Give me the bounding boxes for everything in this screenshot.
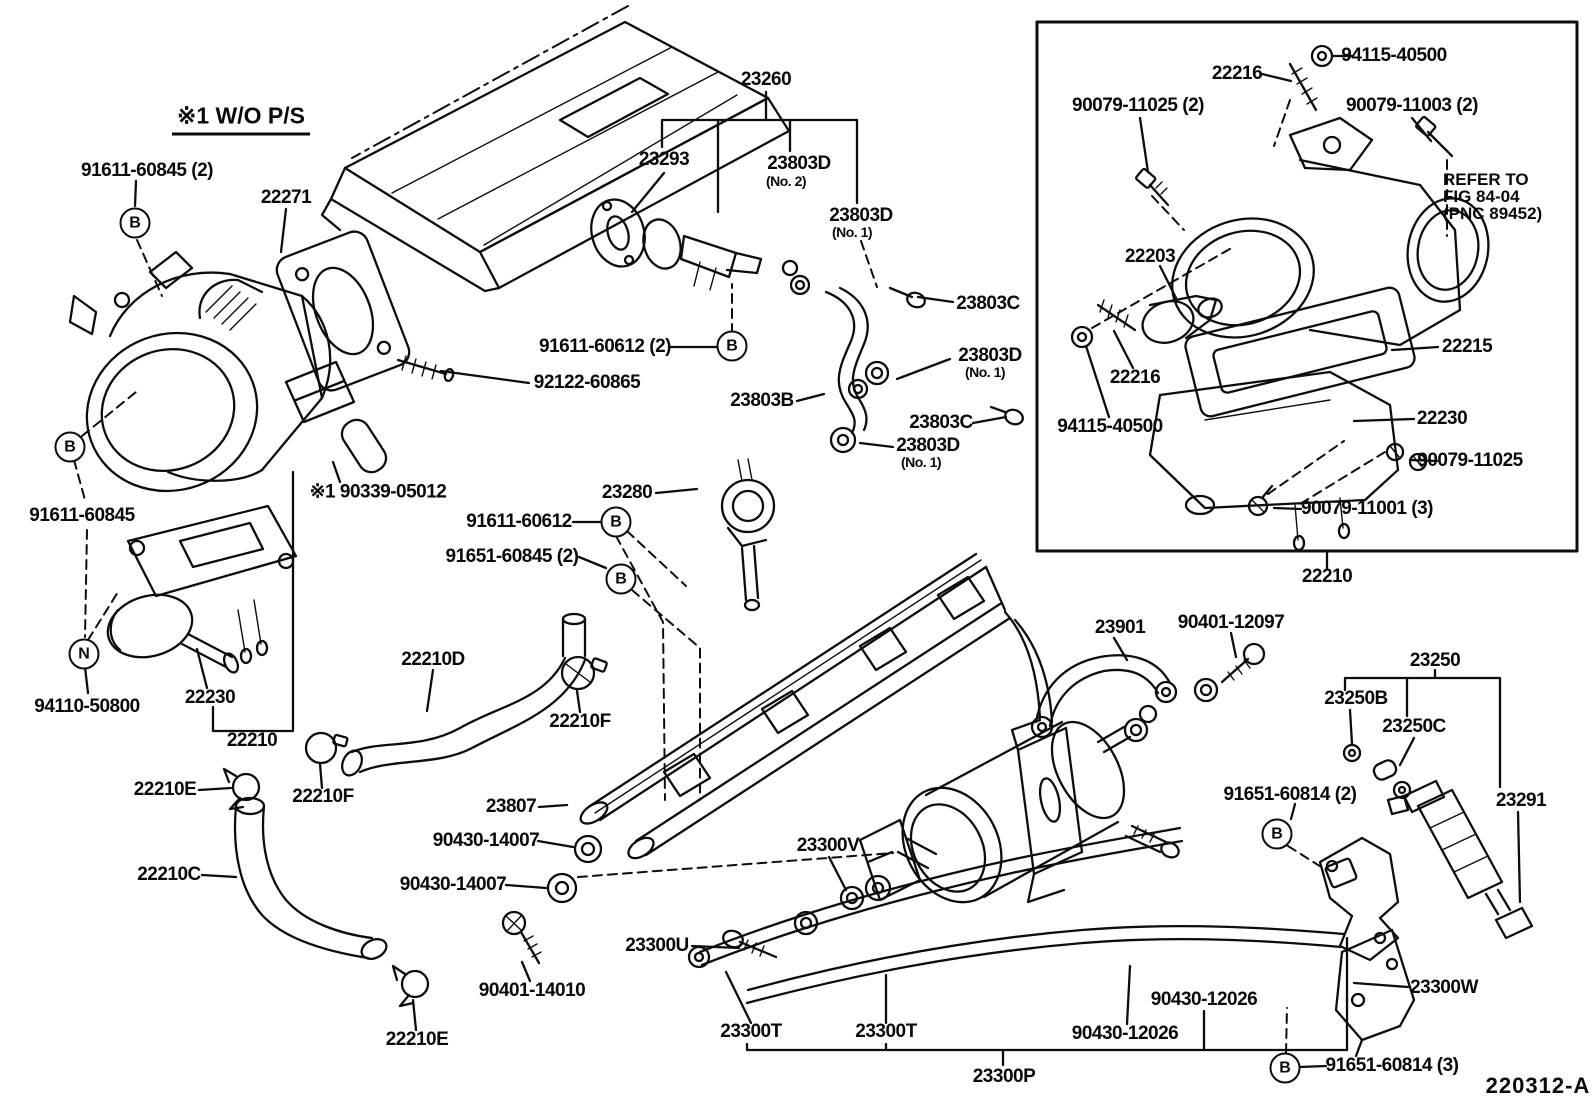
- injector-bracket-drawing: [1318, 743, 1534, 1058]
- part-label: 90079-11025 (2): [1072, 95, 1204, 116]
- throttle-gasket-drawing: [275, 230, 411, 392]
- part-label: 91651-60845 (2): [445, 546, 580, 567]
- part-label: 23280: [601, 482, 653, 503]
- air-valve-drawing: [106, 504, 298, 674]
- part-label: ※1 90339-05012: [309, 481, 447, 503]
- part-label: 22230: [1416, 408, 1468, 429]
- part-label: 91651-60814 (2): [1223, 784, 1358, 805]
- part-label: 23803C: [956, 293, 1020, 314]
- part-label: 94115-40500: [1057, 416, 1163, 437]
- part-label: 90079-11003 (2): [1346, 95, 1478, 116]
- part-label: 23260: [740, 69, 792, 90]
- part-label: (No. 2): [765, 173, 807, 189]
- intake-manifold-drawing: [320, 20, 791, 293]
- part-label: 90430-14007: [432, 830, 540, 851]
- part-label: 90401-12097: [1177, 612, 1285, 633]
- part-label: 90430-14007: [399, 874, 507, 895]
- part-label: REFER TO: [1443, 170, 1529, 189]
- part-label: 23803C: [909, 412, 973, 433]
- callout-marker-N: N: [68, 638, 100, 670]
- part-label: 23803D: [958, 345, 1022, 366]
- part-label: 23300U: [625, 935, 689, 956]
- part-label: 91611-60612 (2): [539, 336, 671, 357]
- part-label: 22203: [1124, 246, 1176, 267]
- callout-marker-B: B: [605, 563, 637, 595]
- fuel-pipe-drawing: [781, 259, 1024, 454]
- part-label: 22210F: [549, 711, 611, 732]
- part-label: 90079-11025: [1417, 450, 1523, 471]
- part-label: (No. 1): [900, 454, 942, 470]
- part-label: 23803D: [896, 435, 960, 456]
- part-label: 22210: [1301, 566, 1353, 587]
- part-label: 22216: [1109, 367, 1161, 388]
- part-label: 23300T: [855, 1021, 917, 1042]
- part-label: ※1 W/O P/S: [172, 103, 310, 136]
- fuel-lines-drawing: [687, 826, 1346, 1005]
- hidden-lines: [73, 5, 1448, 1054]
- part-label: 22210F: [292, 786, 354, 807]
- part-label: 23300W: [1410, 977, 1478, 998]
- part-label: 90430-12026: [1150, 989, 1258, 1010]
- part-label: 22210: [226, 730, 278, 751]
- callout-marker-B: B: [1269, 1052, 1301, 1084]
- part-label: 220312-A: [1485, 1073, 1591, 1098]
- part-label: 23250B: [1324, 688, 1388, 709]
- fuel-rail-drawing: [561, 458, 1054, 860]
- part-label: 91651-60814 (3): [1325, 1055, 1460, 1076]
- part-label: 90401-14010: [478, 980, 586, 1001]
- part-label: 23803B: [730, 390, 794, 411]
- cold-start-injector-drawing: [590, 198, 763, 291]
- part-label: 22230: [184, 687, 236, 708]
- part-label: 94115-40500: [1341, 45, 1447, 66]
- part-label: 91611-60845 (2): [81, 160, 213, 181]
- callout-marker-B: B: [54, 431, 86, 463]
- part-label: 94110-50800: [34, 696, 140, 717]
- part-label: 23803D: [767, 153, 831, 174]
- callout-marker-B: B: [716, 330, 748, 362]
- part-label: 22271: [260, 187, 312, 208]
- part-label: 22216: [1211, 63, 1263, 84]
- part-label: (No. 1): [831, 224, 873, 240]
- part-label: (No. 1): [964, 364, 1006, 380]
- part-label: 22210D: [401, 649, 465, 670]
- part-label: 23293: [638, 149, 690, 170]
- part-label: 23803D: [829, 205, 893, 226]
- callout-marker-B: B: [600, 506, 632, 538]
- part-label: (PNC 89452): [1443, 204, 1543, 223]
- part-label: 90430-12026: [1071, 1023, 1179, 1044]
- fuel-filter-drawing: [858, 642, 1266, 904]
- part-label: 91611-60612: [466, 511, 572, 532]
- part-label: 23807: [485, 796, 537, 817]
- part-label: 90079-11001 (3): [1301, 498, 1433, 519]
- part-label: 23300T: [720, 1021, 782, 1042]
- part-label: 23901: [1094, 617, 1146, 638]
- hoses-drawing: [222, 655, 608, 1008]
- callout-marker-B: B: [1261, 818, 1293, 850]
- part-label: 23300P: [972, 1066, 1036, 1087]
- part-label: 22210E: [133, 779, 197, 800]
- part-label: 23300V: [796, 835, 860, 856]
- inset-box: [1035, 20, 1579, 553]
- part-label: 92122-60865: [533, 372, 641, 393]
- part-label: 23250C: [1382, 716, 1446, 737]
- part-label: 23291: [1495, 790, 1547, 811]
- part-label: 91611-60845: [29, 505, 135, 526]
- throttle-body-drawing: [68, 250, 356, 493]
- part-label: 23250: [1409, 650, 1461, 671]
- part-label: 22210E: [385, 1029, 449, 1050]
- part-label: 22215: [1441, 336, 1493, 357]
- part-label: 22210C: [137, 864, 201, 885]
- small-fasteners-drawing: [340, 355, 603, 965]
- part-label: FIG 84-04: [1443, 187, 1520, 206]
- callout-marker-B: B: [119, 207, 151, 239]
